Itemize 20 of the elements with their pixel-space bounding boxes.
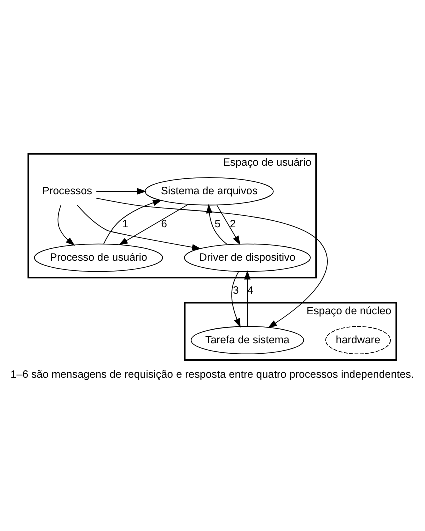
arrow — [58, 204, 76, 246]
arrow — [118, 204, 189, 245]
node-ellipse: Processo de usuário — [34, 243, 164, 272]
arrow — [244, 270, 251, 326]
edge-label: 2 — [230, 218, 236, 230]
caption: 1–6 são mensagens de requisição e resposta entre quatro processos independentes. — [10, 368, 414, 380]
node-text: Processos — [42, 184, 92, 197]
edge-label: 3 — [233, 284, 240, 297]
arrow — [77, 204, 202, 250]
node-ellipse: hardware — [326, 326, 392, 354]
node-ellipse: Tarefa de sistema — [190, 326, 304, 354]
edge-label: 5 — [214, 218, 221, 230]
edge-label: 4 — [248, 284, 254, 297]
arrow — [216, 204, 241, 245]
edge-label: 6 — [161, 218, 168, 230]
arrow — [96, 197, 328, 328]
arrow — [96, 188, 147, 194]
arrow — [104, 199, 162, 244]
arrow — [232, 270, 241, 328]
edge-label: 1 — [122, 218, 128, 230]
